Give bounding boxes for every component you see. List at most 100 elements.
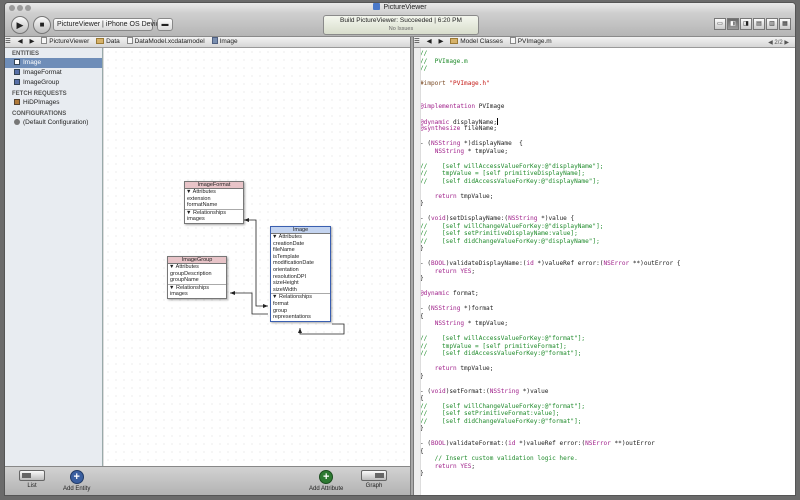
relationship-row[interactable]: group xyxy=(273,307,288,314)
sidebar-item-label: Image xyxy=(23,59,42,66)
relationship-row[interactable]: images xyxy=(187,216,205,223)
code-token xyxy=(420,148,435,155)
window-controls xyxy=(9,5,33,13)
code-line xyxy=(414,110,795,118)
code-token: - ( xyxy=(420,140,432,147)
relationship-row[interactable]: representations xyxy=(273,314,311,321)
graph-style-control[interactable]: Graph xyxy=(361,470,387,489)
crumb-group[interactable]: Model Classes xyxy=(450,38,503,45)
attribute-row[interactable]: groupName xyxy=(170,277,199,284)
editor-assistant-button[interactable]: ◧ xyxy=(727,18,739,30)
attributes-section-header[interactable]: ▼ Attributes xyxy=(186,189,216,195)
code-line xyxy=(414,328,795,336)
crumb-project[interactable]: PictureViewer xyxy=(41,37,89,45)
code-line: @dynamic displayName; xyxy=(414,117,795,126)
relationship-row[interactable]: images xyxy=(170,291,188,298)
sidebar-entity-imagegroup[interactable]: ImageGroup xyxy=(5,78,102,88)
sidebar-entity-image[interactable]: Image xyxy=(5,58,102,68)
sidebar-item-label: (Default Configuration) xyxy=(23,119,89,126)
editor-version-button[interactable]: ◨ xyxy=(740,18,752,30)
related-items-icon[interactable]: ☰ xyxy=(414,38,420,45)
code-line: // [self willChangeValueForKey:@"display… xyxy=(414,223,795,231)
code-line xyxy=(414,433,795,441)
code-token: )validateDisplayName:( xyxy=(445,260,527,267)
zoom-window-button[interactable] xyxy=(25,5,31,11)
sidebar-entity-imageformat[interactable]: ImageFormat xyxy=(5,68,102,78)
attributes-section-header[interactable]: ▼ Attributes xyxy=(169,264,199,270)
scheme-popup[interactable]: PictureViewer | iPhone OS Device xyxy=(53,18,163,31)
list-style-control[interactable]: List xyxy=(19,470,45,489)
source-editor[interactable]: //// PVImage.m//#import "PVImage.h"@impl… xyxy=(414,48,795,495)
code-token: { xyxy=(420,312,424,320)
code-token: return xyxy=(434,365,457,372)
relationships-section-header[interactable]: ▼ Relationships xyxy=(271,293,330,301)
sidebar-configuration[interactable]: (Default Configuration) xyxy=(5,118,102,128)
navigator-toggle-button[interactable]: ▤ xyxy=(753,18,765,30)
utilities-toggle-button[interactable]: ▦ xyxy=(779,18,791,30)
breakpoints-button[interactable]: ▬ xyxy=(157,18,173,31)
sidebar-fetch-request[interactable]: HiDPImages xyxy=(5,98,102,108)
entity-title: ImageGroup xyxy=(168,257,226,264)
code-token: // [self didChangeValueForKey:@"displayN… xyxy=(420,237,600,245)
forward-button[interactable]: ▶ xyxy=(438,38,444,45)
attribute-row[interactable]: formatName xyxy=(187,202,218,209)
editor-splitter[interactable] xyxy=(410,37,414,495)
code-token: NSError xyxy=(603,260,630,267)
arrowhead-icon xyxy=(298,328,302,333)
attributes-section-header[interactable]: ▼ Attributes xyxy=(272,234,302,240)
code-line: } xyxy=(414,470,795,478)
sidebar-item-label: ImageGroup xyxy=(23,79,60,86)
related-items-icon[interactable]: ☰ xyxy=(5,38,11,45)
editor-gutter xyxy=(414,48,421,495)
counterpart-pager[interactable]: ◀ 2/2 ▶ xyxy=(768,40,789,46)
code-line: // [self setPrimitiveDisplayName:value]; xyxy=(414,230,795,238)
relationships-section-header[interactable]: ▼ Relationships xyxy=(185,208,243,217)
code-token: void xyxy=(431,215,446,222)
attribute-row[interactable]: orientation xyxy=(273,266,299,273)
code-token: // xyxy=(420,65,428,72)
attribute-row[interactable]: sizeWidth xyxy=(273,286,297,293)
attribute-row[interactable]: resolutionDPI xyxy=(273,273,307,280)
code-token: NSString xyxy=(434,320,465,327)
attribute-row[interactable]: creationDate xyxy=(273,240,305,247)
back-button[interactable]: ◀ xyxy=(17,38,23,45)
crumb-model[interactable]: DataModel.xcdatamodel xyxy=(126,37,205,45)
crumb-entity[interactable]: Image xyxy=(211,37,238,45)
code-token: tmpValue; xyxy=(456,365,494,372)
back-button[interactable]: ◀ xyxy=(426,38,432,45)
crumb-folder[interactable]: Data xyxy=(96,38,120,45)
relationships-section-header[interactable]: ▼ Relationships xyxy=(168,283,226,292)
add-attribute-button[interactable]: + Add Attribute xyxy=(309,470,343,492)
sidebar-item-label: ImageFormat xyxy=(23,69,62,76)
attribute-row[interactable]: sizeHeight xyxy=(273,280,299,287)
stop-button[interactable]: ■ xyxy=(33,16,51,34)
minimize-window-button[interactable] xyxy=(17,5,23,11)
run-button[interactable]: ▶ xyxy=(11,16,29,34)
entity-box-imageformat[interactable]: ImageFormat ▼ Attributes extension forma… xyxy=(184,181,244,224)
code-line: { xyxy=(414,448,795,456)
code-token: * tmpValue; xyxy=(464,320,509,327)
entity-box-imagegroup[interactable]: ImageGroup ▼ Attributes groupDescription… xyxy=(167,256,227,299)
editor-standard-button[interactable]: ▭ xyxy=(714,18,726,30)
entity-sidebar: ENTITIES Image ImageFormat ImageGroup FE… xyxy=(5,48,103,466)
attribute-row[interactable]: extension xyxy=(187,195,211,202)
entity-box-image[interactable]: Image ▼ Attributes creationDate fileName… xyxy=(270,226,331,322)
close-window-button[interactable] xyxy=(9,5,15,11)
group-relationship-line xyxy=(230,292,268,315)
code-token: **)outError { xyxy=(629,260,681,267)
attribute-row[interactable]: groupDescription xyxy=(170,270,212,277)
model-graph-canvas[interactable]: ImageFormat ▼ Attributes extension forma… xyxy=(104,48,410,466)
forward-button[interactable]: ▶ xyxy=(29,38,35,45)
crumb-file[interactable]: PVImage.m xyxy=(509,37,552,45)
debug-area-toggle-button[interactable]: ▥ xyxy=(766,18,778,30)
code-token: // [self willAccessValueForKey:@"format"… xyxy=(420,335,586,342)
attribute-row[interactable]: isTemplate xyxy=(273,253,300,260)
code-line: } xyxy=(414,245,795,253)
add-entity-button[interactable]: + Add Entity xyxy=(63,470,90,492)
attribute-row[interactable]: modificationDate xyxy=(273,260,314,267)
list-label: List xyxy=(27,483,37,489)
fetch-request-icon xyxy=(14,99,20,105)
code-line: NSString * tmpValue; xyxy=(414,148,795,156)
attribute-row[interactable]: fileName xyxy=(273,247,295,254)
relationship-row[interactable]: format xyxy=(273,300,289,307)
